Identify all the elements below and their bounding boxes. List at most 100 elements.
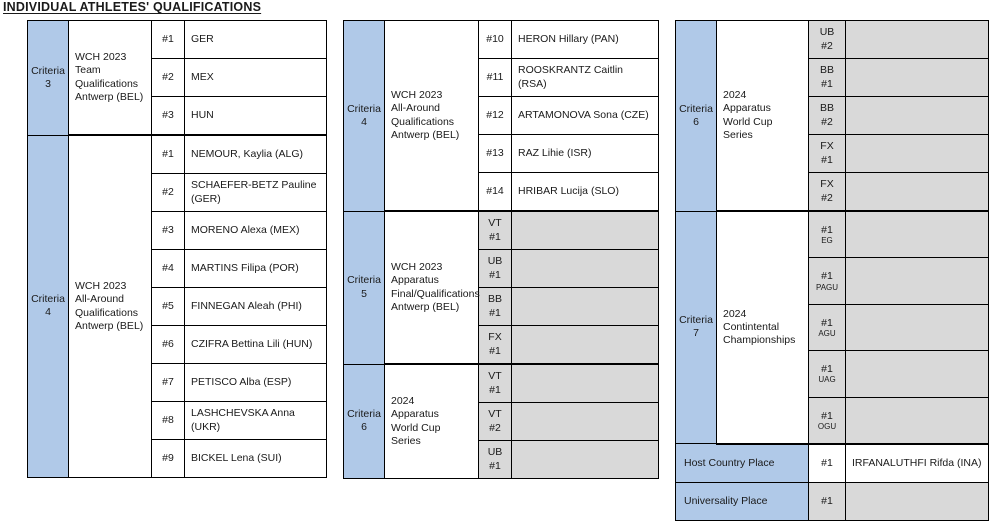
rank-cell: #1	[808, 443, 846, 483]
rank-cell: BB #1	[808, 58, 846, 97]
rank-cell: #1 UAG	[808, 350, 846, 398]
table-row: #5 FINNEGAN Aleah (PHI)	[28, 287, 327, 326]
table-row: UB #1	[344, 249, 659, 288]
table-row: Criteria 5 WCH 2023 Apparatus Final/Qual…	[343, 210, 659, 365]
athlete-cell: HRIBAR Lucija (SLO)	[511, 172, 659, 212]
athlete-cell	[845, 257, 989, 305]
athlete-cell	[845, 396, 989, 445]
athlete-cell	[511, 402, 659, 441]
athlete-cell: CZIFRA Bettina Lili (HUN)	[184, 325, 327, 364]
table-row: Criteria 4 WCH 2023 All-Around Qualifica…	[343, 20, 659, 212]
rank-cell: #1 PAGU	[808, 257, 846, 305]
rank-cell: #13	[478, 134, 512, 173]
rank-cell: #12	[478, 96, 512, 135]
rank-union: UAG	[818, 375, 836, 385]
criteria-cell: Criteria 5	[343, 210, 385, 365]
athlete-cell: HUN	[184, 96, 327, 136]
athlete-cell	[845, 58, 989, 97]
rank-union: OGU	[817, 421, 837, 431]
qualifications-board: Criteria 3 WCH 2023 Team Qualifications …	[0, 20, 997, 521]
table-row: VT #2	[344, 402, 659, 441]
athlete-cell	[511, 210, 659, 250]
rank-cell: #1 AGU	[808, 303, 846, 352]
rank-cell: #10	[478, 20, 512, 59]
rank-cell: VT #2	[478, 402, 512, 441]
table-row: FX #1	[344, 325, 659, 365]
rank-cell: #9	[151, 439, 185, 478]
athlete-cell	[845, 96, 989, 135]
athlete-cell	[845, 303, 989, 352]
athlete-cell: MEX	[184, 58, 327, 97]
table-row: BB #1	[676, 58, 989, 97]
athlete-cell	[511, 249, 659, 288]
athlete-cell	[845, 481, 989, 521]
event-cell: WCH 2023 Team Qualifications Antwerp (BE…	[68, 20, 152, 136]
table-row: Criteria 7 2024 Contintental Championshi…	[675, 210, 989, 445]
criteria-cell: Criteria 6	[675, 20, 717, 212]
athlete-cell: GER	[184, 20, 327, 59]
rank-cell: FX #1	[478, 325, 512, 365]
table-row: FX #2	[676, 172, 989, 212]
table-row: #4 MARTINS Filipa (POR)	[28, 249, 327, 288]
rank-cell: #1	[151, 20, 185, 59]
table-row: #6 CZIFRA Bettina Lili (HUN)	[28, 325, 327, 364]
rank-cell: #11	[478, 58, 512, 97]
athlete-cell: ROOSKRANTZ Caitlin (RSA)	[511, 58, 659, 97]
table-row: #3 HUN	[28, 96, 327, 136]
table-row: Host Country Place #1 IRFANALUTHFI Rifda…	[675, 443, 989, 483]
athlete-cell: MORENO Alexa (MEX)	[184, 211, 327, 250]
table-row: #9 BICKEL Lena (SUI)	[28, 439, 327, 478]
table-row: Universality Place #1	[675, 481, 989, 521]
athlete-cell: RAZ Lihie (ISR)	[511, 134, 659, 173]
qualifications-table-column-2: Criteria 4 WCH 2023 All-Around Qualifica…	[343, 20, 659, 479]
rank-cell: UB #1	[478, 249, 512, 288]
table-row: UB #1	[344, 440, 659, 479]
rank-cell: FX #2	[808, 172, 846, 212]
athlete-cell: LASHCHEVSKA Anna (UKR)	[184, 401, 327, 440]
rank-number: #1	[821, 224, 833, 237]
table-row: #2 MEX	[28, 58, 327, 97]
criteria-cell: Criteria 3	[27, 20, 69, 136]
table-row: #1 AGU	[676, 303, 989, 352]
rank-number: #1	[821, 316, 833, 329]
athlete-cell: PETISCO Alba (ESP)	[184, 363, 327, 402]
rank-cell: VT #1	[478, 363, 512, 403]
table-row: Criteria 6 2024 Apparatus World Cup Seri…	[675, 20, 989, 212]
rank-cell: VT #1	[478, 210, 512, 250]
athlete-cell: IRFANALUTHFI Rifda (INA)	[845, 443, 989, 483]
universality-place-label: Universality Place	[675, 481, 809, 521]
event-cell: WCH 2023 Apparatus Final/Qualifications …	[384, 210, 480, 365]
event-cell: 2024 Apparatus World Cup Series	[384, 363, 479, 479]
rank-cell: FX #1	[808, 134, 846, 173]
athlete-cell	[511, 287, 659, 326]
qualifications-table-column-1: Criteria 3 WCH 2023 Team Qualifications …	[27, 20, 327, 478]
rank-cell: BB #2	[808, 96, 846, 135]
rank-cell: #14	[478, 172, 512, 212]
criteria-cell: Criteria 4	[343, 20, 385, 212]
rank-cell: #6	[151, 325, 185, 364]
table-row: #1 UAG	[676, 350, 989, 398]
criteria-cell: Criteria 6	[343, 363, 385, 479]
table-row: #14 HRIBAR Lucija (SLO)	[344, 172, 659, 212]
rank-cell: #5	[151, 287, 185, 326]
table-row: #13 RAZ Lihie (ISR)	[344, 134, 659, 173]
table-row: BB #2	[676, 96, 989, 135]
athlete-cell	[845, 172, 989, 212]
rank-cell: BB #1	[478, 287, 512, 326]
criteria-cell: Criteria 4	[27, 134, 69, 478]
rank-union: AGU	[818, 328, 836, 338]
criteria-cell: Criteria 7	[675, 210, 717, 445]
rank-cell: #2	[151, 58, 185, 97]
athlete-cell	[511, 363, 659, 403]
table-row: #1 OGU	[676, 396, 989, 445]
host-country-place-label: Host Country Place	[675, 443, 809, 483]
table-row: #11 ROOSKRANTZ Caitlin (RSA)	[344, 58, 659, 97]
rank-cell: #7	[151, 363, 185, 402]
rank-number: #1	[821, 409, 833, 422]
rank-cell: UB #1	[478, 440, 512, 479]
athlete-cell	[511, 325, 659, 365]
table-row: FX #1	[676, 134, 989, 173]
athlete-cell	[845, 20, 989, 59]
rank-cell: #4	[151, 249, 185, 288]
athlete-cell: FINNEGAN Aleah (PHI)	[184, 287, 327, 326]
